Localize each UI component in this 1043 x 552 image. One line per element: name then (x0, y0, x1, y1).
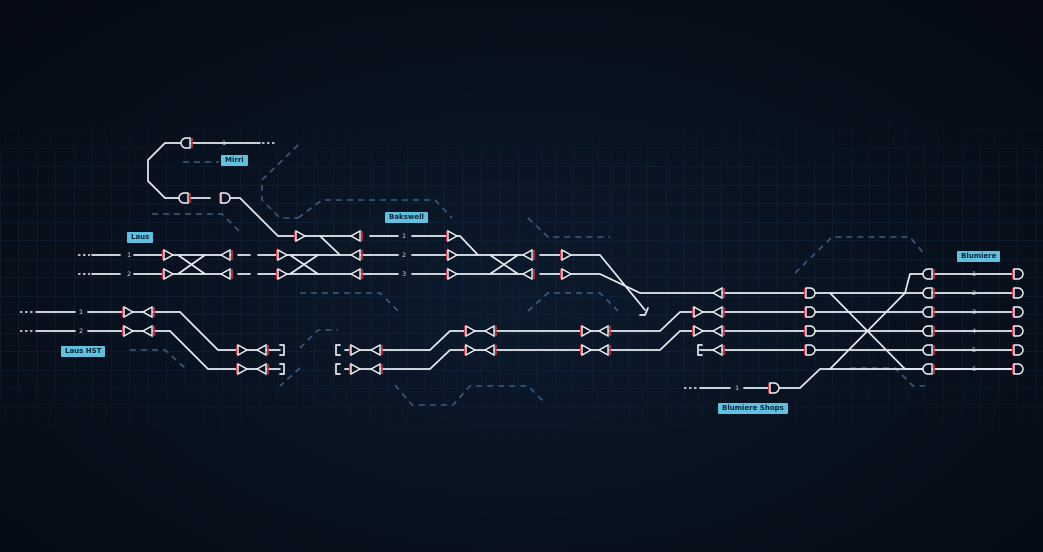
track-signal-14[interactable] (446, 229, 459, 243)
track-signal-63[interactable] (1012, 363, 1024, 375)
track-signal-56[interactable] (922, 344, 935, 356)
track-signal-18[interactable] (521, 267, 535, 281)
track-number-laus-2: 2 (127, 270, 131, 278)
track-signal-23[interactable] (122, 324, 135, 338)
track-number-layer: 1 1 2 1 2 3 1 2 1 2 3 4 5 6 1 (79, 139, 976, 392)
track-signal-40[interactable] (597, 343, 611, 357)
station-label-blumiere-shops[interactable]: Blumiere Shops (718, 403, 788, 414)
track-number-laus-1: 1 (127, 251, 131, 259)
track-signal-47[interactable] (804, 287, 816, 299)
track-signal-25[interactable] (236, 343, 249, 357)
track-signal-35[interactable] (464, 343, 477, 357)
track-signal-27[interactable] (236, 362, 249, 376)
track-number-bakswell-2: 2 (402, 251, 406, 259)
track-signal-55[interactable] (922, 325, 935, 337)
track-signal-5[interactable] (162, 267, 175, 281)
track-number-blumiere-5: 5 (972, 346, 976, 354)
track-number-blumiere-6: 6 (972, 365, 976, 373)
station-label-laus[interactable]: Laus (127, 232, 154, 243)
track-signal-1[interactable] (180, 137, 193, 149)
track-signal-51[interactable] (768, 382, 780, 394)
buffer-stops (279, 307, 703, 375)
track-signal-12[interactable] (349, 248, 363, 262)
track-signal-59[interactable] (1012, 287, 1024, 299)
track-number-blumiere-4: 4 (972, 327, 976, 335)
track-number-blumiere-shops-1: 1 (735, 384, 739, 392)
track-signal-61[interactable] (1012, 325, 1024, 337)
track-signal-2[interactable] (178, 192, 191, 204)
track-signal-50[interactable] (804, 344, 816, 356)
track-signal-60[interactable] (1012, 306, 1024, 318)
track-signal-26[interactable] (255, 343, 269, 357)
station-label-mirri[interactable]: Mirri (221, 155, 248, 166)
track-signal-62[interactable] (1012, 344, 1024, 356)
track-signal-33[interactable] (464, 324, 477, 338)
track-signal-48[interactable] (804, 306, 816, 318)
track-signal-4[interactable] (162, 248, 175, 262)
track-signal-54[interactable] (922, 306, 935, 318)
track-signal-32[interactable] (369, 362, 383, 376)
track-signal-16[interactable] (446, 267, 459, 281)
track-signal-28[interactable] (255, 362, 269, 376)
station-label-blumiere[interactable]: Blumiere (957, 251, 1001, 262)
track-signal-9[interactable] (276, 267, 289, 281)
track-number-bakswell-1: 1 (402, 232, 406, 240)
track-signal-6[interactable] (219, 248, 233, 262)
track-number-blumiere-3: 3 (972, 308, 976, 316)
track-signal-10[interactable] (294, 229, 307, 243)
track-signal-38[interactable] (597, 324, 611, 338)
track-signal-43[interactable] (692, 324, 705, 338)
track-signal-37[interactable] (580, 324, 593, 338)
track-signal-49[interactable] (804, 325, 816, 337)
track-signal-46[interactable] (711, 286, 725, 300)
track-signal-42[interactable] (711, 305, 725, 319)
track-signal-21[interactable] (122, 305, 135, 319)
signal-layer (122, 137, 1024, 394)
track-number-bakswell-3: 3 (402, 270, 406, 278)
track-number-mirri-1: 1 (222, 139, 226, 147)
track-signal-19[interactable] (560, 248, 573, 262)
track-signal-34[interactable] (483, 324, 497, 338)
track-signal-31[interactable] (349, 362, 362, 376)
track-signal-24[interactable] (141, 324, 155, 338)
track-signal-17[interactable] (521, 248, 535, 262)
track-stubs (20, 142, 698, 389)
track-signal-3[interactable] (219, 192, 231, 204)
track-signal-7[interactable] (219, 267, 233, 281)
track-signal-58[interactable] (1012, 268, 1024, 280)
track-signal-8[interactable] (276, 248, 289, 262)
track-signal-36[interactable] (483, 343, 497, 357)
track-signal-52[interactable] (922, 268, 935, 280)
track-signal-20[interactable] (560, 267, 573, 281)
track-number-laus-hst-2: 2 (79, 327, 83, 335)
station-label-laus-hst[interactable]: Laus HST (61, 346, 106, 357)
track-signal-11[interactable] (349, 229, 363, 243)
track-signal-22[interactable] (141, 305, 155, 319)
track-signal-41[interactable] (692, 305, 705, 319)
track-signal-57[interactable] (922, 363, 935, 375)
track-signal-15[interactable] (446, 248, 459, 262)
dashed-routes (130, 144, 926, 406)
track-signal-44[interactable] (711, 324, 725, 338)
grid-overlay (0, 110, 1043, 440)
track-signal-29[interactable] (349, 343, 362, 357)
track-signal-30[interactable] (369, 343, 383, 357)
track-signal-13[interactable] (349, 267, 363, 281)
track-signal-45[interactable] (711, 343, 725, 357)
track-signal-53[interactable] (922, 287, 935, 299)
track-signal-39[interactable] (580, 343, 593, 357)
track-number-blumiere-2: 2 (972, 289, 976, 297)
track-number-laus-hst-1: 1 (79, 308, 83, 316)
track-number-blumiere-1: 1 (972, 270, 976, 278)
station-label-bakswell[interactable]: Bakswell (385, 212, 428, 223)
